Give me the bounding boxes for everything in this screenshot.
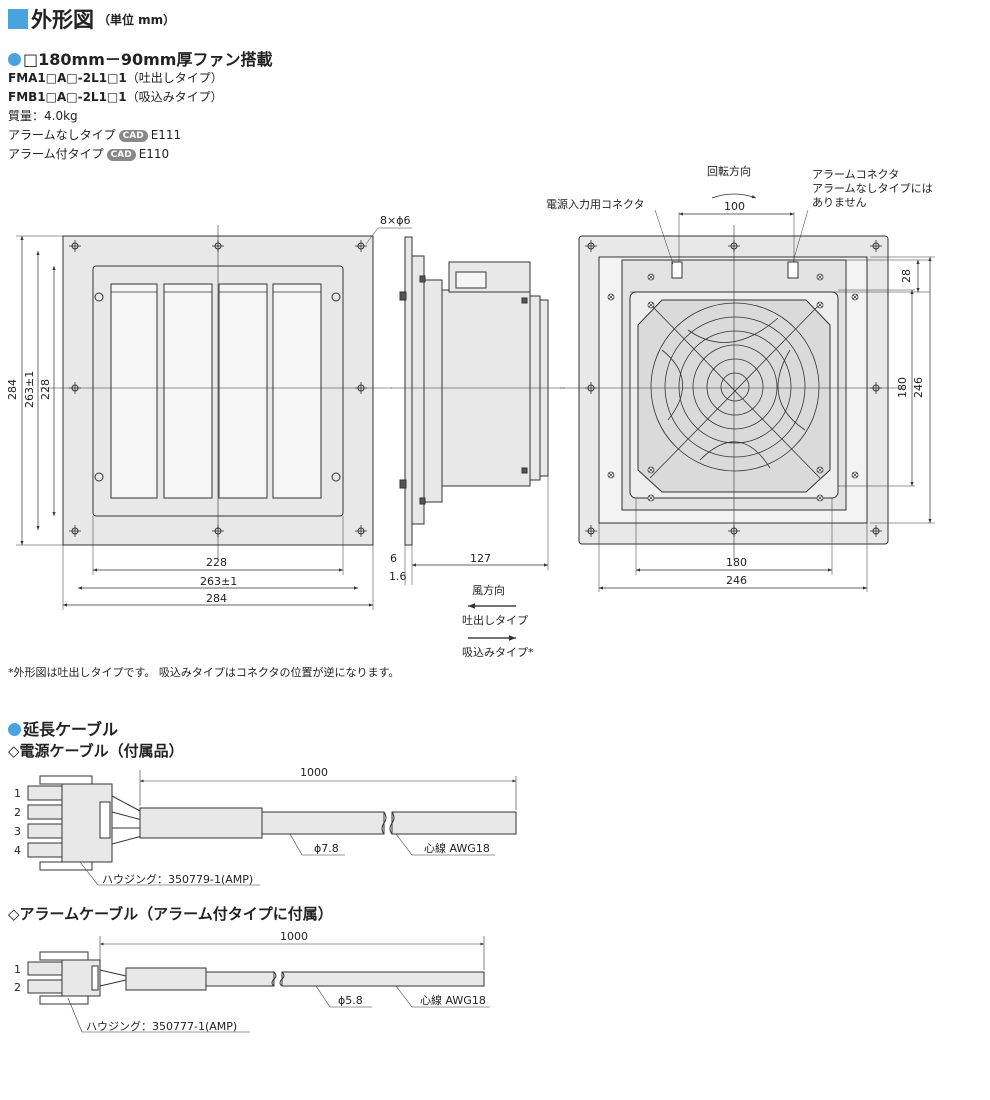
cad-badge[interactable]: CAD [118,130,148,142]
svg-text:2: 2 [14,981,21,994]
power-diameter: ϕ7.8 [314,842,339,855]
alarm-diameter: ϕ5.8 [338,994,363,1007]
power-cable-drawing [27,770,517,886]
svg-text:1: 1 [14,787,21,800]
power-connector-label: 電源入力用コネクタ [546,197,645,211]
dim-100: 100 [724,200,745,213]
power-length: 1000 [300,766,328,779]
svg-text:2: 2 [14,806,21,819]
cable-heading: 延長ケーブル [8,716,118,740]
fma-line: FMA1□A□-2L1□1（吐出しタイプ） [8,71,223,85]
power-cable-heading: ◇電源ケーブル（付属品） [8,742,184,760]
dim-228: 228 [206,556,227,569]
bullet-icon [8,53,21,66]
front-view [16,225,412,610]
mass: 質量：4.0kg [8,109,78,123]
bullet-icon [8,723,21,736]
alarm-core: 心線 AWG18 [420,993,486,1007]
fmb-line: FMB1□A□-2L1□1（吸込みタイプ） [8,90,223,104]
alarm-connector-label: アラームコネクタ [812,168,899,181]
footnote: *外形図は吐出しタイプです。 吸込みタイプはコネクタの位置が逆になります。 [8,666,400,679]
dim-246v: 246 [912,377,925,398]
airflow-title: 風方向 [472,583,505,597]
cad-badge[interactable]: CAD [106,149,136,161]
power-core: 心線 AWG18 [424,841,490,855]
svg-text:1: 1 [14,963,21,976]
alarm-cable-heading: ◇アラームケーブル（アラーム付タイプに付属） [8,905,333,923]
svg-text:アラームなしタイプには: アラームなしタイプには [812,182,933,195]
page-title: 外形図 （単位 mm） [8,4,175,34]
svg-text:4: 4 [14,844,21,857]
airflow-arrows [468,603,516,641]
dim-127: 127 [470,552,491,565]
dim-263: 263±1 [200,575,237,588]
dim-6: 6 [390,552,397,565]
dimension-labels: 8×ϕ6 228 263±1 284 284 263±1 228 6 1.6 1… [6,164,933,659]
dim-h228: 228 [39,379,52,400]
svg-text:3: 3 [14,825,21,838]
title-square-icon [8,9,28,29]
alarm-cable-drawing [27,936,490,1033]
spec-block: FMA1□A□-2L1□1（吐出しタイプ） FMB1□A□-2L1□1（吸込みタ… [8,69,223,164]
dim-284: 284 [206,592,227,605]
dim-180h: 180 [726,556,747,569]
rotation-label: 回転方向 [707,164,751,178]
dim-246h: 246 [726,574,747,587]
alarm-housing: ハウジング：350777-1(AMP) [86,1019,237,1033]
dim-28: 28 [900,269,913,283]
power-housing: ハウジング：350779-1(AMP) [102,872,253,886]
svg-text:ありません: ありません [812,196,867,209]
cable-labels: 1000 ϕ7.8 心線 AWG18 ハウジング：350779-1(AMP) 1… [14,766,490,1033]
suction-label: 吸込みタイプ* [462,646,534,659]
dim-h284: 284 [6,379,19,400]
holes-label: 8×ϕ6 [380,214,410,227]
rear-view [560,193,935,592]
dim-1-6: 1.6 [389,570,407,583]
unit-note: （単位 mm） [98,12,176,27]
dim-180v: 180 [896,377,909,398]
spec-heading: □180mm－90mm厚ファン搭載 [8,46,272,70]
alarm-length: 1000 [280,930,308,943]
discharge-label: 吐出しタイプ [462,613,528,627]
side-view [390,236,565,585]
dim-h263: 263±1 [23,371,36,408]
